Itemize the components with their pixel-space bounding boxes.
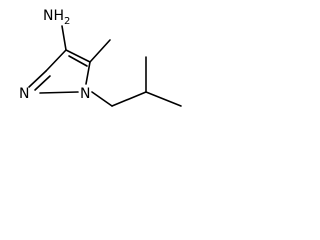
atom-labels: NH2 N N <box>19 8 90 102</box>
bond-c3-n2 <box>28 70 47 88</box>
molecule-structure-diagram: NH2 N N <box>0 0 190 118</box>
bond-c3-c4 <box>45 49 67 72</box>
amine-label: NH2 <box>43 8 70 27</box>
bond-c5-n1 <box>85 61 91 85</box>
bond-group <box>28 25 182 107</box>
bond-c4-c5 <box>65 49 91 63</box>
bond-ch2-ch <box>111 91 147 107</box>
bond-c4-amine <box>61 25 67 51</box>
bond-n1-ch2 <box>91 91 113 107</box>
amine-subscript: 2 <box>64 16 70 27</box>
bond-n1-n2 <box>39 91 79 94</box>
bond-c4-c5-inner <box>68 55 88 67</box>
bond-c5-methyl <box>89 39 111 63</box>
bond-c3-n2-inner <box>34 75 51 91</box>
bond-ch-ch3-right <box>145 91 182 107</box>
background <box>0 0 190 118</box>
nitrogen-1-label: N <box>80 86 90 102</box>
amine-label-text: NH <box>43 8 64 24</box>
nitrogen-2-label: N <box>19 86 29 102</box>
